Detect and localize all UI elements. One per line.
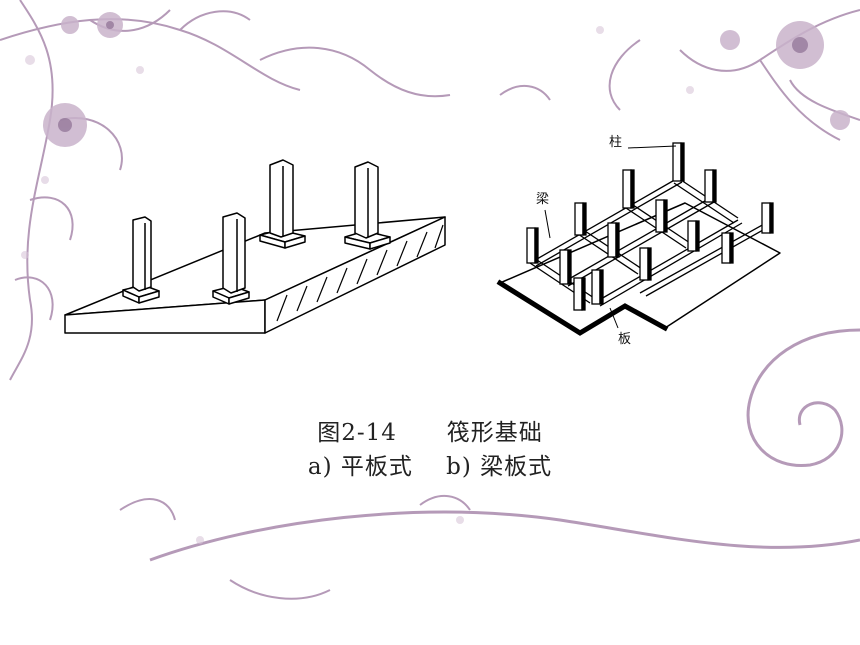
figure-caption-subtitle: a) 平板式 b) 梁板式	[307, 454, 553, 480]
figure-caption-title: 图2-14 筏形基础	[317, 420, 543, 446]
beam-label: 梁	[535, 192, 551, 207]
column-label: 柱	[608, 135, 624, 150]
flat-slab-foundation-drawing	[64, 159, 446, 334]
beam-slab-foundation-drawing	[496, 142, 781, 336]
slab-label: 板	[617, 332, 633, 347]
